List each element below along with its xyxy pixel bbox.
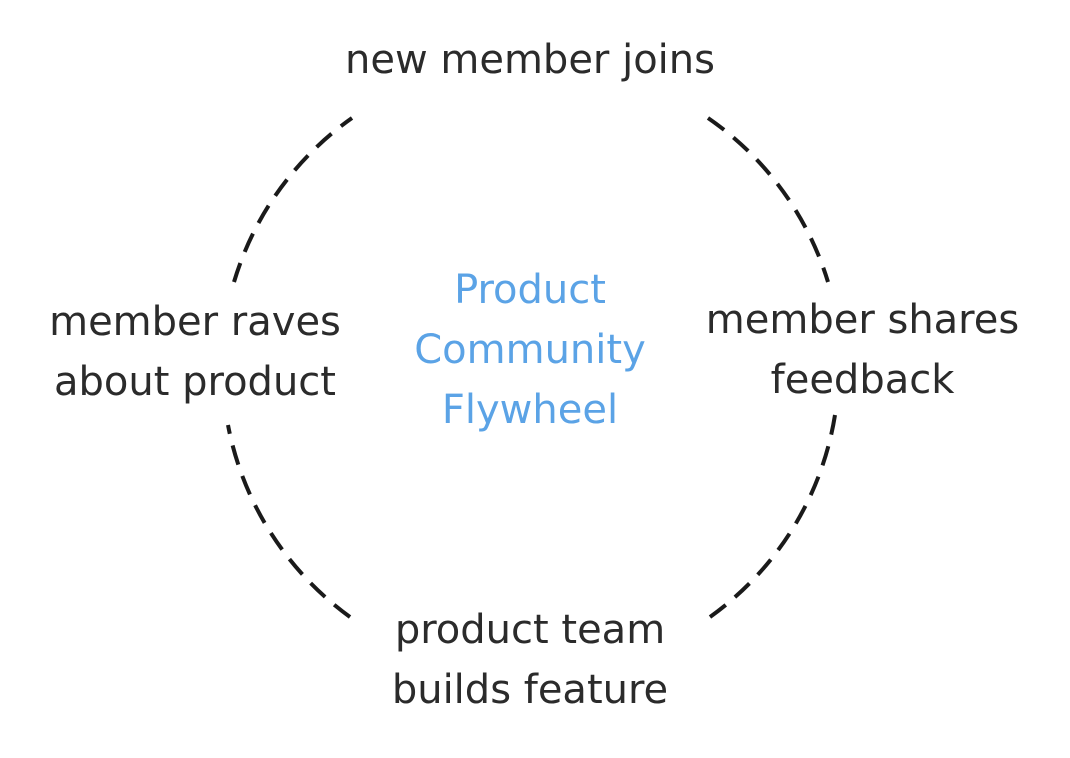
- node-left-line-2: about product: [54, 359, 336, 405]
- arc-top-right: [706, 116, 830, 283]
- node-bottom-line-2: builds feature: [391, 667, 669, 713]
- node-product-team-builds-feature: product team builds feature: [380, 600, 680, 720]
- node-top-line-1: new member joins: [345, 37, 715, 83]
- arc-right-bottom: [708, 414, 837, 619]
- center-title-line-1: Product: [454, 267, 606, 313]
- arc-bottom-left: [226, 424, 352, 619]
- node-new-member-joins: new member joins: [330, 30, 730, 90]
- node-right-line-1: member shares: [705, 297, 1020, 343]
- node-bottom-line-1: product team: [394, 607, 666, 653]
- node-left-line-1: member raves: [49, 299, 341, 345]
- center-title: Product Community Flywheel: [380, 260, 680, 440]
- node-right-line-2: feedback: [770, 357, 955, 403]
- arc-left-top: [232, 116, 354, 283]
- node-member-raves-about-product: member raves about product: [40, 292, 350, 412]
- node-member-shares-feedback: member shares feedback: [690, 290, 1035, 410]
- center-title-line-3: Flywheel: [441, 387, 619, 433]
- center-title-line-2: Community: [414, 327, 646, 373]
